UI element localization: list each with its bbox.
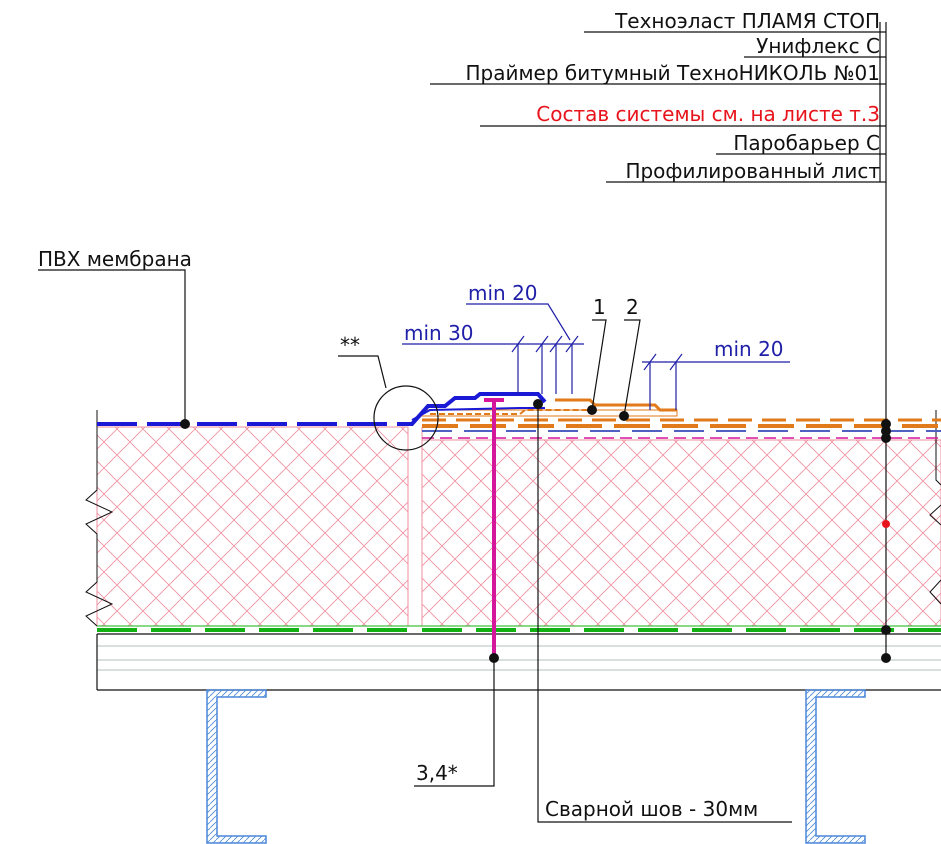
callout-uniflex: Унифлекс С bbox=[756, 34, 880, 58]
steel-channel-left bbox=[206, 689, 267, 844]
callout-primer: Праймер битумный ТехноНИКОЛЬ №01 bbox=[465, 61, 880, 85]
dim-min20-top: min 20 bbox=[468, 281, 538, 305]
callout-system-ref: Состав системы см. на листе т.3 bbox=[536, 102, 880, 126]
dim-min30: min 30 bbox=[404, 321, 474, 345]
vapor-barrier bbox=[97, 625, 941, 632]
profiled-sheet bbox=[96, 633, 941, 691]
leader-dots bbox=[180, 399, 891, 663]
break-lines bbox=[85, 410, 941, 627]
insulation-block-left bbox=[96, 426, 409, 627]
callout-tekhnoelast: Техноэласт ПЛАМЯ СТОП bbox=[614, 9, 880, 33]
marker-1: 1 bbox=[593, 295, 606, 319]
insulation-block-right bbox=[421, 439, 941, 627]
marker-detail: ** bbox=[340, 333, 360, 357]
callout-pvc-membrane: ПВХ мембрана bbox=[38, 247, 192, 271]
fastener bbox=[484, 398, 504, 658]
steel-channel-right bbox=[805, 689, 866, 844]
dim-min20-right: min 20 bbox=[714, 337, 784, 361]
detail-circle bbox=[373, 385, 439, 451]
bitumen-system bbox=[421, 398, 941, 439]
marker-2: 2 bbox=[626, 295, 639, 319]
weld-label: Сварной шов - 30мм bbox=[545, 797, 758, 821]
leaders bbox=[38, 22, 887, 823]
marker-fastener: 3,4* bbox=[416, 761, 458, 785]
dimension-marks bbox=[402, 303, 790, 410]
pvc-membrane bbox=[97, 392, 547, 426]
callout-parobarier: Паробарьер С bbox=[733, 131, 880, 155]
insulation-layer bbox=[96, 426, 941, 627]
callouts-right: Техноэласт ПЛАМЯ СТОП Унифлекс С Праймер… bbox=[465, 9, 880, 183]
callout-profiled-sheet: Профилированный лист bbox=[625, 159, 880, 183]
